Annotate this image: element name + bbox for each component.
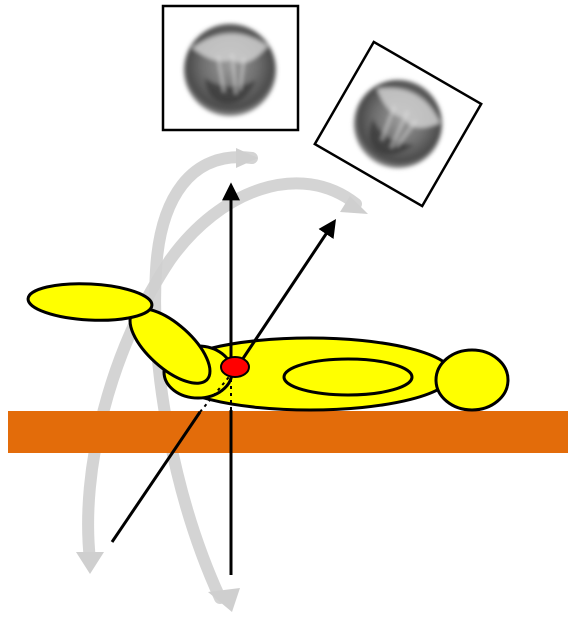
patient bbox=[27, 281, 508, 410]
isocenter bbox=[221, 357, 249, 377]
table bbox=[8, 411, 568, 453]
projection-image-oblique bbox=[315, 42, 481, 206]
head bbox=[436, 350, 508, 410]
lower-leg bbox=[27, 281, 153, 323]
torso-inner-line bbox=[284, 359, 412, 395]
projection-image-vertical bbox=[163, 6, 298, 130]
